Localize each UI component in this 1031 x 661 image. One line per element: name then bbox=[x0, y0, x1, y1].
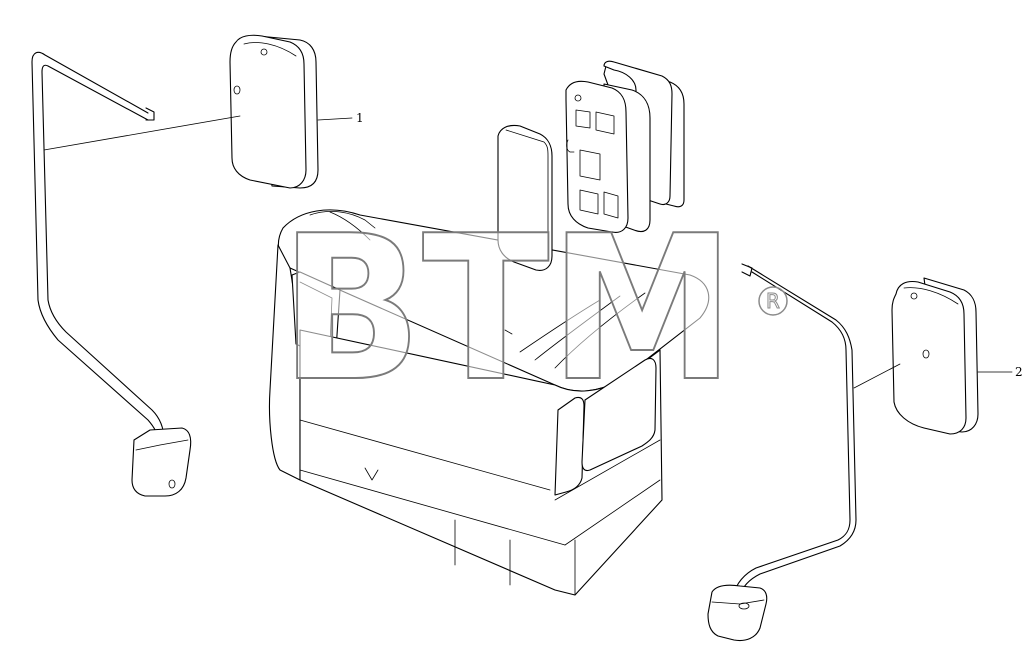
leader-line-1 bbox=[43, 115, 241, 151]
roof-groove bbox=[309, 210, 376, 229]
roof-groove bbox=[504, 329, 513, 335]
callout-label-1: 1 bbox=[356, 111, 364, 125]
watermark: BTM R bbox=[279, 192, 788, 427]
mirror-clamp-1 bbox=[131, 427, 192, 497]
mirror-head-1 bbox=[229, 34, 307, 189]
callout-leader-1 bbox=[317, 117, 353, 121]
roof-groove bbox=[554, 292, 646, 369]
mirror-clamp-2 bbox=[707, 584, 768, 642]
watermark-registered-mark: R bbox=[766, 289, 780, 313]
mirror-assembly-1 bbox=[31, 34, 319, 497]
mirror-assembly-2 bbox=[707, 263, 979, 642]
watermark-logo-text: BTM bbox=[280, 193, 735, 426]
mirror-glass bbox=[497, 124, 553, 271]
cab-front-window-right bbox=[581, 357, 657, 472]
mirror-head-2 bbox=[891, 280, 967, 435]
mirror-stay-1 bbox=[31, 51, 159, 441]
mirror-stay-2 bbox=[739, 265, 857, 597]
roof-groove bbox=[519, 299, 601, 353]
cab-front-window-left bbox=[554, 396, 585, 496]
roof-groove bbox=[329, 211, 371, 241]
roof-groove bbox=[534, 295, 621, 361]
callout-label-2: 2 bbox=[1015, 365, 1023, 379]
leader-line-2 bbox=[853, 363, 901, 389]
cab-body bbox=[268, 209, 710, 596]
mirror-exploded-assembly bbox=[497, 60, 685, 271]
